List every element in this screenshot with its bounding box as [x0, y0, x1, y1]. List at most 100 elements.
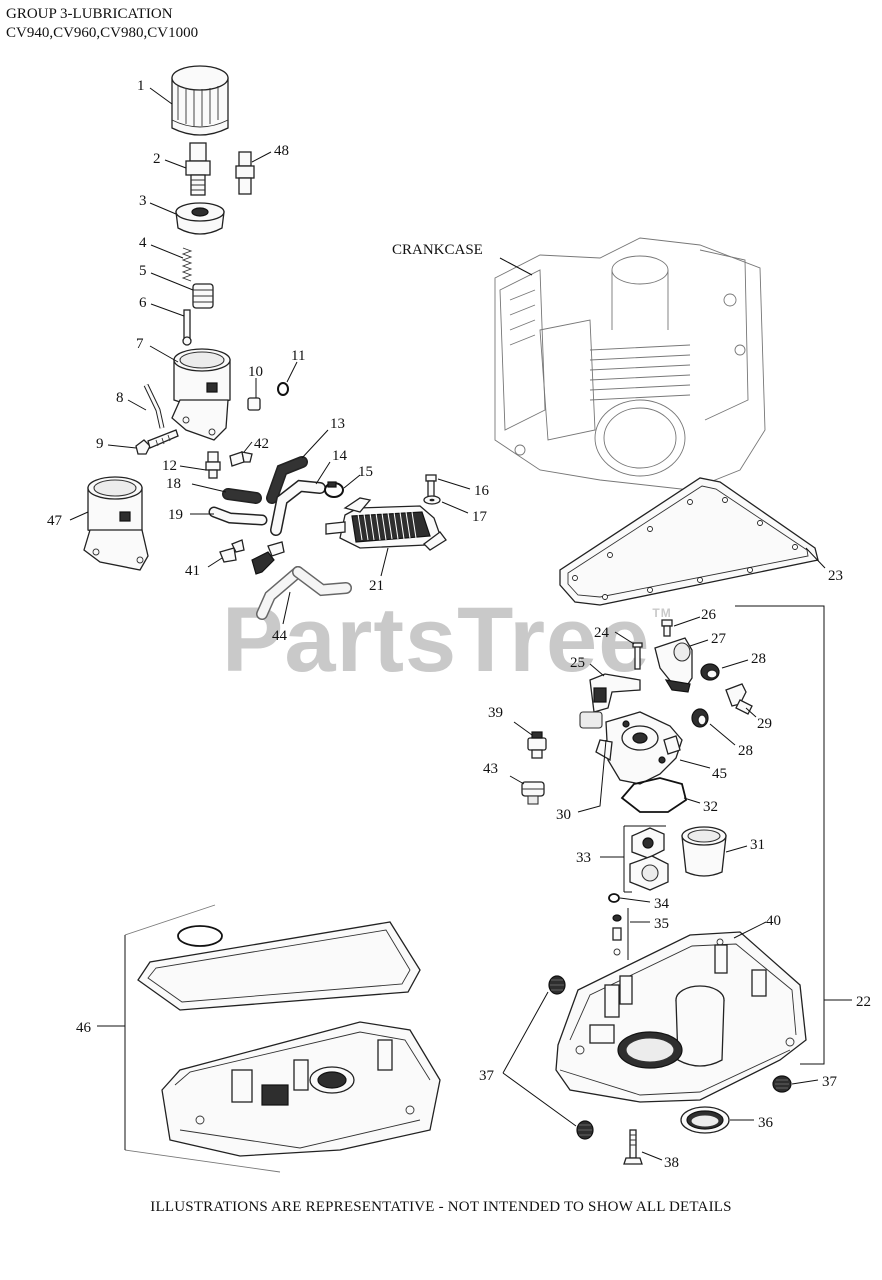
callout-42: 42 [254, 436, 269, 452]
plug-upper[interactable] [700, 663, 720, 681]
callout-2: 2 [153, 151, 161, 167]
callout-17: 17 [472, 509, 488, 525]
callout-36: 36 [758, 1115, 774, 1131]
oil-seal[interactable] [680, 1106, 730, 1134]
valve-pin[interactable] [182, 309, 192, 346]
pump-screw[interactable] [661, 619, 673, 637]
closure-plate-bolt[interactable] [623, 1129, 643, 1165]
callout-25: 25 [570, 655, 585, 671]
breather-elbow[interactable] [725, 683, 753, 715]
hose-clamp[interactable] [324, 481, 344, 498]
oil-filter-housing-alt[interactable] [83, 476, 149, 571]
oil-pickup[interactable] [654, 637, 693, 693]
closure-plug-side[interactable] [772, 1075, 792, 1093]
cooler-screw[interactable] [425, 474, 437, 498]
oil-cooler-hose-upper[interactable] [266, 456, 308, 504]
callout-6: 6 [139, 295, 147, 311]
callout-21: 21 [369, 578, 384, 594]
oil-cooler[interactable] [325, 497, 447, 551]
bracket-screw[interactable] [632, 642, 643, 670]
oil-pump[interactable] [579, 711, 683, 785]
bypass-valve[interactable] [192, 283, 214, 309]
callout-40: 40 [766, 913, 781, 929]
crankcase[interactable] [494, 237, 766, 491]
filter-adapter-cap[interactable] [175, 202, 225, 235]
shaft-o-ring[interactable] [608, 893, 620, 903]
oil-pressure-switch[interactable] [521, 781, 545, 805]
fitting-elbow[interactable] [229, 451, 253, 467]
fitting[interactable] [205, 451, 221, 479]
callout-14: 14 [332, 448, 348, 464]
pump-o-ring[interactable] [620, 777, 688, 813]
callout-31: 31 [750, 837, 765, 853]
callout-5: 5 [139, 263, 147, 279]
elbow-barb[interactable] [251, 541, 285, 575]
callout-4: 4 [139, 235, 147, 251]
gerotor-set[interactable] [629, 827, 669, 891]
closure-plug-lower[interactable] [576, 1120, 594, 1140]
cooler-washer[interactable] [423, 495, 441, 505]
callout-24: 24 [594, 625, 610, 641]
callout-35: 35 [654, 916, 669, 932]
callout-numbers: 1 2 48 3 4 5 6 7 8 9 10 11 12 42 13 18 1… [47, 78, 871, 1171]
closure-plate-kit[interactable] [124, 904, 441, 1173]
callout-41: 41 [185, 563, 200, 579]
adapter-fitting[interactable] [235, 151, 255, 195]
oil-cooler-hose-long[interactable] [270, 479, 326, 536]
callout-22: 22 [856, 994, 871, 1010]
relief-spring[interactable] [181, 247, 193, 282]
callout-46: 46 [76, 1020, 92, 1036]
callout-10: 10 [248, 364, 263, 380]
callout-39: 39 [488, 705, 503, 721]
callout-30: 30 [556, 807, 571, 823]
callout-13: 13 [330, 416, 345, 432]
callout-23: 23 [828, 568, 843, 584]
callout-16: 16 [474, 483, 490, 499]
callout-9: 9 [96, 436, 104, 452]
callout-38: 38 [664, 1155, 679, 1171]
bushing[interactable] [247, 397, 261, 411]
oil-cooler-hose-lower[interactable] [208, 506, 268, 526]
callout-33: 33 [576, 850, 591, 866]
pump-rotor-sleeve[interactable] [681, 826, 727, 877]
callout-28-lower: 28 [738, 743, 753, 759]
diagram-model-list: CV940,CV960,CV980,CV1000 [6, 25, 199, 41]
callout-7: 7 [136, 336, 144, 352]
oil-filter-housing[interactable] [171, 348, 231, 441]
callout-29: 29 [757, 716, 772, 732]
filter-adapter-nipple[interactable] [185, 142, 211, 196]
callout-45: 45 [712, 766, 727, 782]
callout-28-upper: 28 [751, 651, 766, 667]
pickup-bracket[interactable] [589, 673, 641, 713]
diagram-group-title: GROUP 3-LUBRICATION [6, 6, 173, 22]
plug-lower[interactable] [691, 708, 709, 728]
callout-37-right: 37 [822, 1074, 838, 1090]
callout-37-left: 37 [479, 1068, 495, 1084]
elbow-fitting[interactable] [219, 539, 245, 563]
watermark-text: PartsTree [222, 589, 651, 691]
oil-pressure-sensor[interactable] [527, 731, 547, 759]
oil-cooler-hose-short[interactable] [222, 488, 262, 504]
callout-47: 47 [47, 513, 63, 529]
crankcase-label: CRANKCASE [392, 242, 483, 258]
crankcase-gasket[interactable] [559, 477, 819, 606]
closure-plate[interactable] [555, 931, 807, 1103]
callout-11: 11 [291, 348, 305, 364]
callout-3: 3 [139, 193, 147, 209]
drain-pipe[interactable] [143, 383, 165, 429]
callout-leader-lines [69, 87, 852, 1161]
callout-15: 15 [358, 464, 373, 480]
closure-plug-upper[interactable] [548, 975, 566, 995]
callout-18: 18 [166, 476, 181, 492]
callout-44: 44 [272, 628, 288, 644]
callout-27: 27 [711, 631, 727, 647]
o-ring[interactable] [277, 382, 289, 396]
callout-12: 12 [162, 458, 177, 474]
oil-filter[interactable] [171, 65, 229, 136]
oil-hose-alt[interactable] [256, 566, 352, 620]
dowel-pins[interactable] [612, 914, 622, 956]
callout-1: 1 [137, 78, 145, 94]
housing-bolt[interactable] [135, 429, 179, 455]
